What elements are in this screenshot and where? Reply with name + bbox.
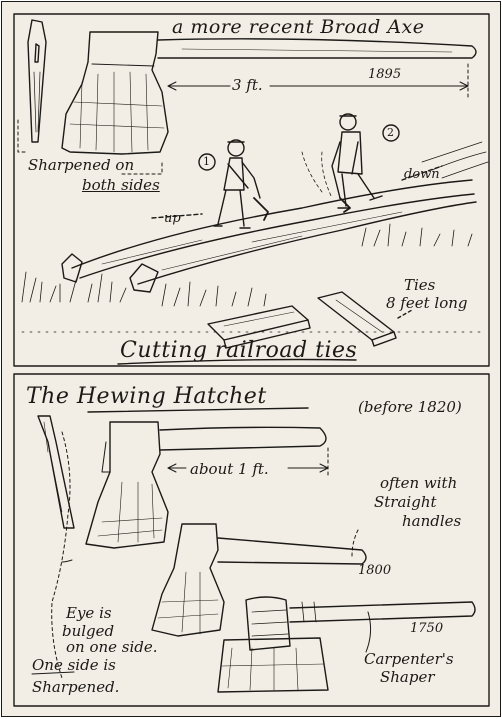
worker-figure-2 (331, 113, 383, 213)
marker-1-circle (198, 153, 216, 171)
ties-pointer (397, 309, 413, 319)
length-arrow-3ft (167, 63, 469, 99)
hatchet-profile (37, 415, 75, 529)
up-motion-line (151, 213, 203, 219)
broad-axe-profile (27, 19, 47, 143)
eye-callout-tick (61, 559, 73, 563)
handle-length-label: 3 ft. (232, 76, 263, 94)
hewing-hatchet-1 (85, 421, 327, 549)
carpenters-shaper (217, 596, 476, 693)
eye-label-line1: Eye is (66, 604, 112, 622)
marker-2-circle (382, 124, 400, 142)
straight-handles-pointer (351, 529, 359, 557)
one-side-label-line1: One side is (32, 656, 116, 674)
eye-label-line3: on one side. (66, 638, 158, 656)
shaper-label-line2: Shaper (380, 668, 435, 686)
about-1ft-label: about 1 ft. (190, 460, 269, 478)
worker-figure-1 (213, 139, 269, 229)
marker-1-label: 1 (203, 155, 210, 168)
bottom-panel-frame (13, 373, 490, 707)
one-side-label-line2: Sharpened. (32, 678, 120, 696)
straight-handles-line3: handles (402, 512, 462, 530)
eye-label-line2: bulged (62, 622, 115, 640)
hewing-hatchet-2 (151, 523, 367, 637)
swing-arc (301, 151, 333, 199)
top-panel-frame (13, 13, 490, 367)
one-underline (31, 671, 75, 675)
broad-axe-title: a more recent Broad Axe (172, 16, 425, 38)
grass-ground (21, 223, 483, 333)
sharpened-label-line1: Sharpened on (28, 156, 135, 174)
hatchet-title-underline (87, 407, 309, 413)
marker-2-label: 2 (387, 126, 394, 139)
down-label: down (404, 167, 440, 182)
length-arrow-1ft (167, 447, 329, 477)
ties-label-line1: Ties (404, 276, 436, 294)
date-range-label: (before 1820) (358, 398, 462, 416)
year-1800-label: 1800 (358, 563, 392, 578)
down-motion-line (401, 165, 443, 181)
hewing-hatchet-title: The Hewing Hatchet (26, 384, 267, 409)
caption-underline (117, 358, 357, 365)
railroad-ties (207, 291, 397, 349)
broad-axe-handle (157, 38, 477, 59)
sharpened-pointer-right (121, 159, 163, 175)
year-1895-label: 1895 (368, 67, 402, 82)
straight-handles-line2: Straight (374, 493, 437, 511)
shaper-label-line1: Carpenter's (364, 650, 454, 668)
sharpened-pointer (17, 119, 27, 153)
ties-label-line2: 8 feet long (386, 294, 468, 312)
sharpened-label-line2: both sides (82, 176, 160, 194)
straight-handles-line1: often with (380, 474, 458, 492)
broad-axe-head (61, 31, 169, 155)
cutting-ties-caption: Cutting railroad ties (120, 338, 358, 363)
up-label: up (164, 211, 181, 226)
year-1750-label: 1750 (410, 621, 444, 636)
hewn-log (61, 141, 489, 293)
